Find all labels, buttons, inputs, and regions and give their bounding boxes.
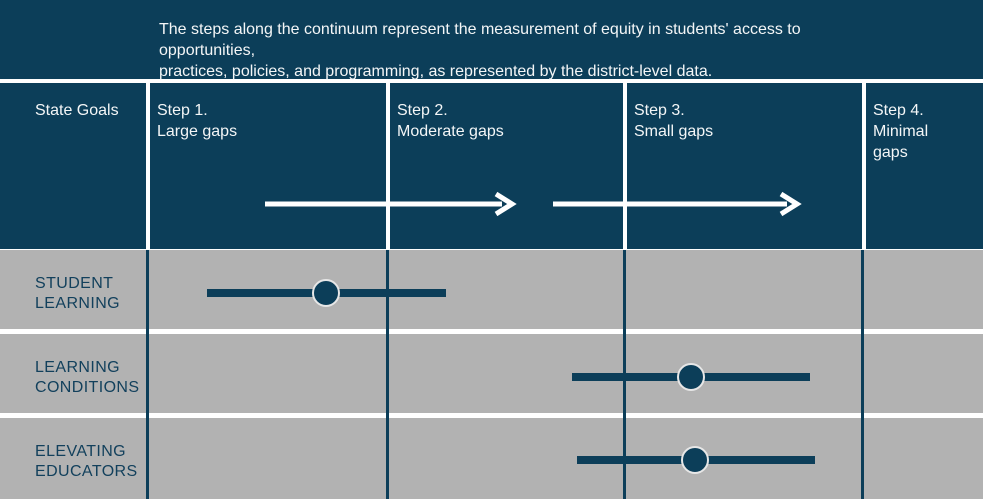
column-header-state-goals: State Goals	[0, 83, 146, 249]
column-header-step-3: Step 3. Small gaps	[627, 83, 862, 249]
banner-description: The steps along the continuum represent …	[159, 21, 801, 80]
goal-row-learning-conditions: LEARNING CONDITIONS	[0, 334, 983, 413]
column-divider	[386, 250, 389, 499]
banner: The steps along the continuum represent …	[0, 0, 983, 80]
column-divider	[146, 250, 149, 499]
column-divider	[623, 250, 626, 499]
column-header-label: Step 2. Moderate gaps	[397, 102, 504, 140]
goal-row-student-learning: STUDENT LEARNING	[0, 250, 983, 329]
goal-row-label: STUDENT LEARNING	[35, 275, 120, 312]
column-header-step-4: Step 4. Minimal gaps	[866, 83, 983, 249]
column-header-label: Step 4. Minimal gaps	[873, 102, 929, 161]
column-header-label: Step 3. Small gaps	[634, 102, 714, 140]
goal-row-label: ELEVATING EDUCATORS	[35, 443, 138, 480]
column-header-label: State Goals	[35, 102, 119, 119]
goal-row-elevating-educators: ELEVATING EDUCATORS	[0, 418, 983, 499]
column-header-step-2: Step 2. Moderate gaps	[390, 83, 623, 249]
column-header-step-1: Step 1. Large gaps	[150, 83, 386, 249]
column-header-label: Step 1. Large gaps	[157, 102, 238, 140]
column-divider	[861, 250, 864, 499]
goal-row-label: LEARNING CONDITIONS	[35, 359, 140, 396]
